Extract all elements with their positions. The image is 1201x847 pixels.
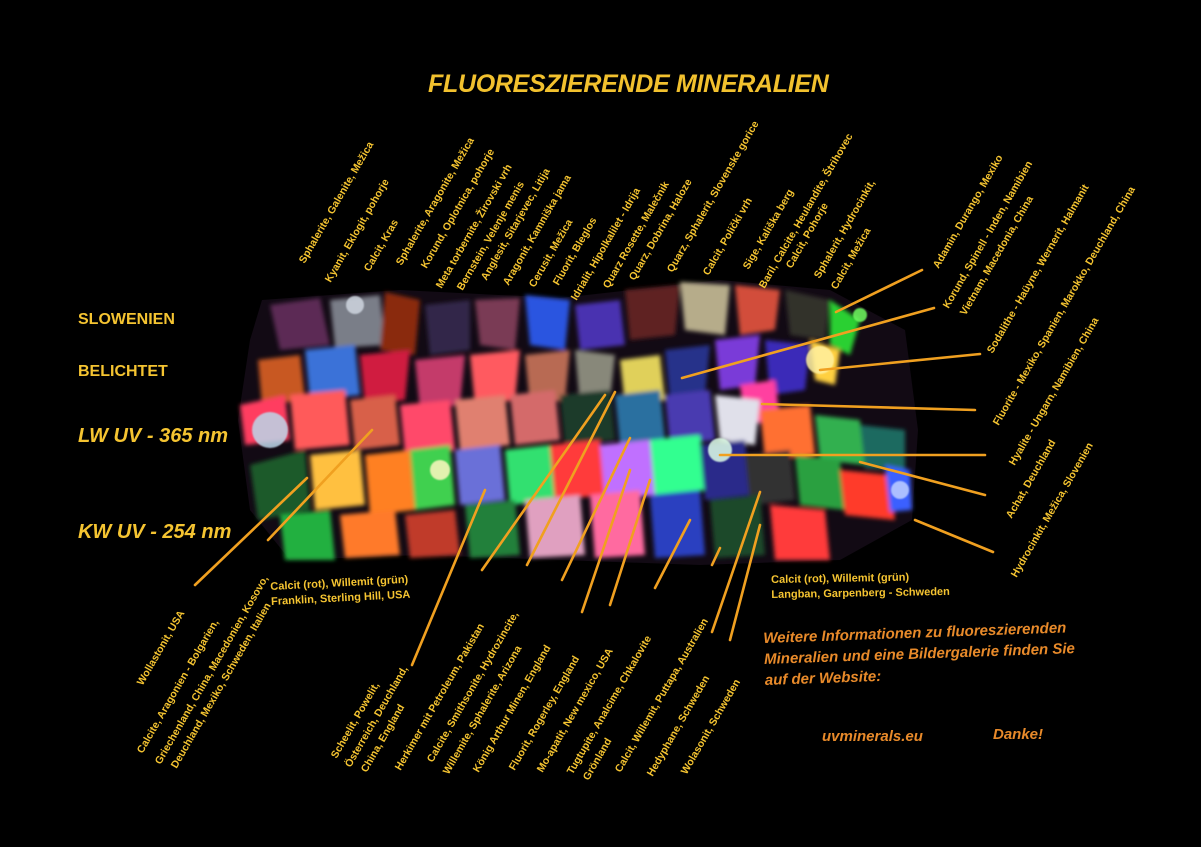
label-belichtet: BELICHTET — [78, 363, 168, 380]
website-link[interactable]: uvminerals.eu — [822, 728, 923, 745]
thanks-text: Danke! — [993, 726, 1044, 743]
label-langban: Calcit (rot), Willemit (grün) Langban, G… — [771, 571, 950, 601]
info-text: Weitere Informationen zu fluoreszierende… — [763, 619, 1076, 689]
label-kw-uv: KW UV - 254 nm — [78, 521, 232, 543]
label-slowenien: SLOWENIEN — [78, 311, 175, 328]
label-lw-uv: LW UV - 365 nm — [78, 425, 229, 447]
page-title: FLUORESZIERENDE MINERALIEN — [428, 70, 829, 98]
